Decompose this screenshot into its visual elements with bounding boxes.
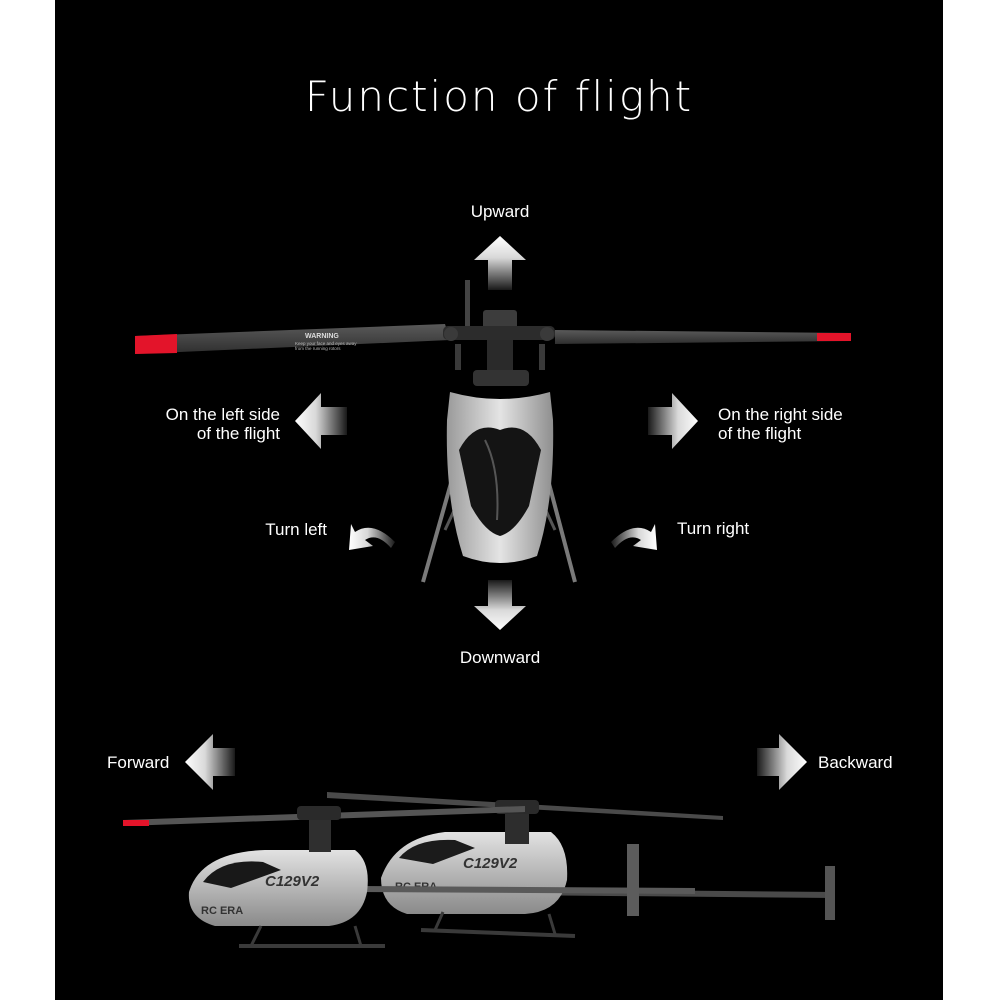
label-left-side: On the left side of the flight bbox=[115, 405, 280, 443]
label-turn-left: Turn left bbox=[265, 520, 327, 539]
backward-arrow-icon bbox=[757, 734, 807, 790]
label-right-side: On the right side of the flight bbox=[718, 405, 843, 443]
left-side-arrow-icon bbox=[295, 393, 347, 449]
canopy-window bbox=[459, 427, 541, 536]
right-blade-tip bbox=[817, 333, 851, 341]
forward-arrow-icon bbox=[185, 734, 235, 790]
left-rotor-blade bbox=[135, 324, 450, 354]
model-decal-rear: C129V2 bbox=[463, 855, 518, 872]
upward-arrow-icon bbox=[474, 236, 526, 290]
turn-left-arrow-icon bbox=[349, 524, 395, 550]
feature-panel: Function of flight bbox=[55, 0, 943, 1000]
turn-right-arrow-icon bbox=[611, 524, 657, 550]
label-left-side-line2: of the flight bbox=[196, 424, 280, 443]
label-right-side-line1: On the right side bbox=[718, 405, 843, 424]
label-left-side-line1: On the left side bbox=[165, 405, 280, 424]
label-right-side-line2: of the flight bbox=[718, 424, 802, 443]
helicopter-front-view: WARNING Keep your face and eyes away fro… bbox=[135, 280, 851, 583]
label-backward: Backward bbox=[818, 753, 893, 772]
warning-decal-line1: Keep your face and eyes away bbox=[295, 341, 357, 346]
label-turn-right: Turn right bbox=[677, 519, 750, 538]
helicopter-side-view-front: C129V2 RC ERA bbox=[123, 806, 695, 948]
label-forward: Forward bbox=[107, 753, 170, 772]
label-upward: Upward bbox=[470, 202, 530, 221]
page-title: Function of flight bbox=[304, 72, 694, 121]
label-downward: Downward bbox=[459, 648, 541, 667]
model-decal-front: C129V2 bbox=[265, 873, 320, 890]
illustration-canvas: WARNING Keep your face and eyes away fro… bbox=[123, 236, 851, 948]
brand-decal-front: RC ERA bbox=[201, 905, 243, 917]
right-rotor-blade bbox=[555, 330, 851, 344]
left-blade-tip bbox=[135, 334, 177, 354]
warning-decal-line2: from the running rotors bbox=[295, 346, 341, 351]
downward-arrow-icon bbox=[474, 580, 526, 630]
warning-decal-title: WARNING bbox=[305, 333, 339, 340]
right-side-arrow-icon bbox=[648, 393, 698, 449]
